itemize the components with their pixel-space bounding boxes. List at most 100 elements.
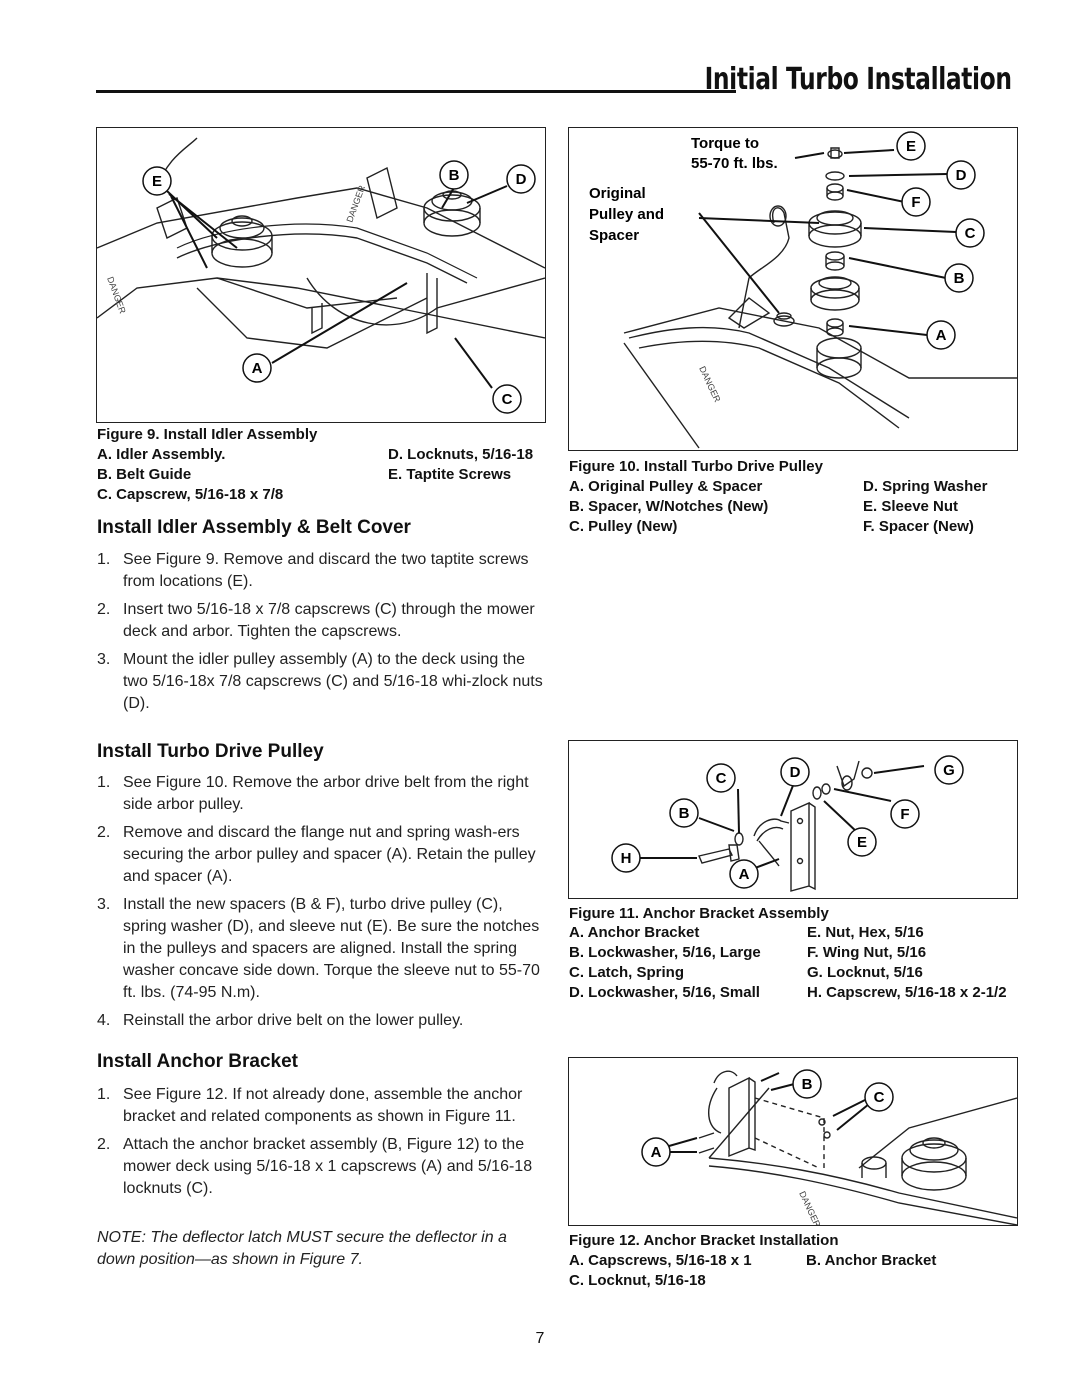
list-item: 1.See Figure 9. Remove and discard the t… xyxy=(97,551,529,590)
callout-b: B xyxy=(439,160,469,190)
svg-text:A: A xyxy=(739,866,750,883)
figure-9-legend: A. Idler Assembly. D. Locknuts, 5/16-18 B… xyxy=(97,445,567,505)
callout-c: C xyxy=(706,763,736,793)
legend-item: D. Locknuts, 5/16-18 xyxy=(388,446,534,463)
svg-text:E: E xyxy=(906,138,916,155)
list-item: 2.Insert two 5/16-18 x 7/8 capscrews (C)… xyxy=(97,601,535,640)
page-title: Initial Turbo Installation xyxy=(704,62,1012,97)
list-item: 2.Attach the anchor bracket assembly (B,… xyxy=(97,1136,533,1197)
legend-item: C. Capscrew, 5/16-18 x 7/8 xyxy=(97,486,284,503)
svg-text:C: C xyxy=(874,1089,885,1106)
figure-10-illustration: DANGER Torque to 55-70 ft. lbs. Original… xyxy=(568,127,1018,451)
callout-h: H xyxy=(611,843,641,873)
list-item: 1.See Figure 10. Remove the arbor drive … xyxy=(97,774,529,813)
section-heading-idler: Install Idler Assembly & Belt Cover xyxy=(97,517,411,538)
legend-item: C. Latch, Spring xyxy=(569,964,685,981)
figure-10-legend: A. Original Pulley & Spacer D. Spring Was… xyxy=(569,477,1019,537)
callout-c: C xyxy=(492,384,522,414)
figure-12-legend: A. Capscrews, 5/16-18 x 1 B. Anchor Brack… xyxy=(569,1251,1019,1291)
legend-item: C. Pulley (New) xyxy=(569,518,678,535)
svg-text:C: C xyxy=(502,391,513,408)
legend-item: H. Capscrew, 5/16-18 x 2-1/2 xyxy=(807,984,1007,1001)
list-item: 4.Reinstall the arbor drive belt on the … xyxy=(97,1012,464,1029)
callout-d: D xyxy=(506,164,536,194)
figure-9-caption: Figure 9. Install Idler Assembly xyxy=(97,426,318,443)
callout-a: A xyxy=(242,353,272,383)
svg-text:H: H xyxy=(621,850,632,867)
legend-item: B. Anchor Bracket xyxy=(806,1252,937,1269)
svg-text:B: B xyxy=(449,167,460,184)
list-item: 3.Mount the idler pulley assembly (A) to… xyxy=(97,651,543,712)
list-item: 3.Install the new spacers (B & F), turbo… xyxy=(97,896,540,1001)
legend-item: D. Lockwasher, 5/16, Small xyxy=(569,984,760,1001)
callout-b: B xyxy=(944,263,974,293)
legend-item: B. Spacer, W/Notches (New) xyxy=(569,498,769,515)
svg-text:B: B xyxy=(802,1076,813,1093)
torque-label: Torque to xyxy=(691,135,759,152)
anchor-steps: 1.See Figure 12. If not already done, as… xyxy=(97,1084,547,1206)
svg-text:D: D xyxy=(790,764,801,781)
figure-10-caption: Figure 10. Install Turbo Drive Pulley xyxy=(569,458,823,475)
callout-a: A xyxy=(729,859,759,889)
figure-9-illustration: DANGER DANGER E B D A C xyxy=(96,127,546,423)
svg-text:B: B xyxy=(679,805,690,822)
callout-b: B xyxy=(792,1069,822,1099)
legend-item: A. Anchor Bracket xyxy=(569,924,700,941)
legend-item: E. Taptite Screws xyxy=(388,466,512,483)
svg-text:F: F xyxy=(900,806,909,823)
decal-text: DANGER xyxy=(797,1190,823,1225)
callout-c: C xyxy=(955,218,985,248)
svg-text:D: D xyxy=(516,171,527,188)
decal-text: DANGER xyxy=(697,365,723,405)
list-item: 2.Remove and discard the flange nut and … xyxy=(97,824,536,885)
callout-f: F xyxy=(890,799,920,829)
legend-item: A. Idler Assembly. xyxy=(97,446,226,463)
svg-text:E: E xyxy=(857,834,867,851)
callout-d: D xyxy=(780,757,810,787)
original-label: Original xyxy=(589,185,646,202)
figure-11-illustration: C D G B F E H A xyxy=(568,740,1018,899)
legend-item: F. Wing Nut, 5/16 xyxy=(807,944,927,961)
svg-text:E: E xyxy=(152,173,162,190)
torque-label: 55-70 ft. lbs. xyxy=(691,155,778,172)
figure-11-caption: Figure 11. Anchor Bracket Assembly xyxy=(569,905,829,922)
section-heading-turbo: Install Turbo Drive Pulley xyxy=(97,741,324,762)
svg-text:C: C xyxy=(965,225,976,242)
svg-text:F: F xyxy=(911,194,920,211)
legend-item: D. Spring Washer xyxy=(863,478,988,495)
legend-item: E. Nut, Hex, 5/16 xyxy=(807,924,924,941)
callout-f: F xyxy=(901,187,931,217)
callout-a: A xyxy=(641,1137,671,1167)
figure-11-legend: A. Anchor Bracket E. Nut, Hex, 5/16 B. Lo… xyxy=(569,923,1029,1003)
original-label: Spacer xyxy=(589,227,639,244)
list-item: 1.See Figure 12. If not already done, as… xyxy=(97,1086,523,1125)
callout-e: E xyxy=(847,827,877,857)
callout-d: D xyxy=(946,160,976,190)
legend-item: A. Original Pulley & Spacer xyxy=(569,478,763,495)
legend-item: F. Spacer (New) xyxy=(863,518,974,535)
page-number: 7 xyxy=(535,1330,545,1347)
svg-text:A: A xyxy=(651,1144,662,1161)
legend-item: G. Locknut, 5/16 xyxy=(807,964,923,981)
callout-e: E xyxy=(896,131,926,161)
svg-text:C: C xyxy=(716,770,727,787)
legend-item: A. Capscrews, 5/16-18 x 1 xyxy=(569,1252,752,1269)
legend-item: E. Sleeve Nut xyxy=(863,498,959,515)
svg-text:B: B xyxy=(954,270,965,287)
legend-item: B. Lockwasher, 5/16, Large xyxy=(569,944,761,961)
header-rule xyxy=(96,90,736,93)
callout-e: E xyxy=(142,166,172,196)
svg-text:G: G xyxy=(943,762,955,779)
callout-b: B xyxy=(669,798,699,828)
legend-item: B. Belt Guide xyxy=(97,466,192,483)
callout-a: A xyxy=(926,320,956,350)
idler-steps: 1.See Figure 9. Remove and discard the t… xyxy=(97,549,547,721)
svg-text:A: A xyxy=(252,360,263,377)
section-heading-anchor: Install Anchor Bracket xyxy=(97,1051,298,1072)
figure-12-illustration: DANGER B C A xyxy=(568,1057,1018,1226)
svg-text:A: A xyxy=(936,327,947,344)
deflector-note: NOTE: The deflector latch MUST secure th… xyxy=(97,1229,507,1268)
legend-item: C. Locknut, 5/16-18 xyxy=(569,1272,706,1289)
original-label: Pulley and xyxy=(589,206,664,223)
callout-g: G xyxy=(934,755,964,785)
